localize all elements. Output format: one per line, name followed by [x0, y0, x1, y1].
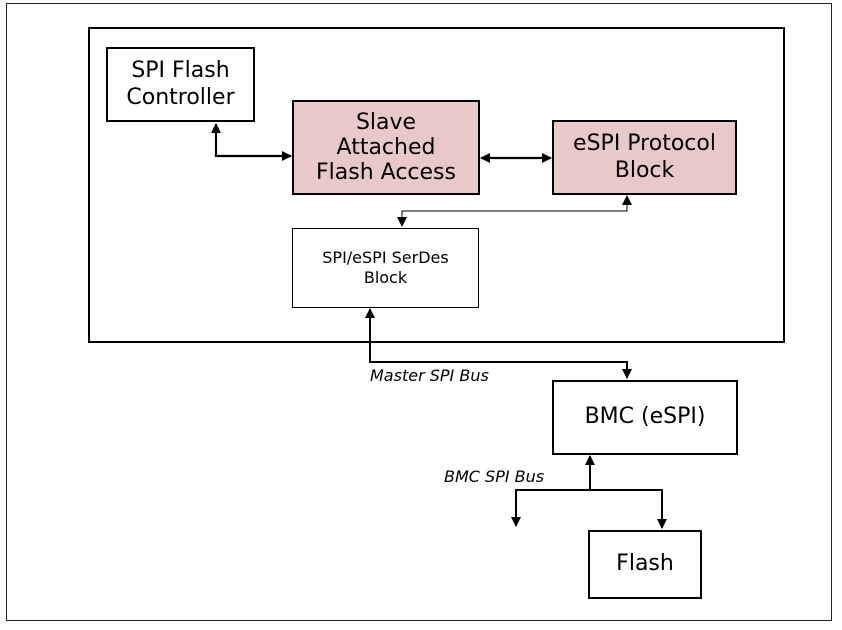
edge-bmc-to-flash — [590, 489, 667, 529]
figure-frame — [6, 3, 832, 621]
edge-serdes-espi — [397, 195, 632, 227]
edge-master-spi-bus — [365, 308, 632, 379]
serdes-block-box: SPI/eSPI SerDes Block — [292, 228, 479, 308]
espi-protocol-block-box: eSPI Protocol Block — [552, 120, 737, 195]
bmc-spi-bus-label: BMC SPI Bus — [444, 467, 545, 486]
flash-box: Flash — [588, 530, 702, 599]
bmc-box: BMC (eSPI) — [552, 380, 738, 455]
edge-controller-saf — [211, 123, 292, 161]
spi-flash-controller-box: SPI Flash Controller — [106, 47, 255, 122]
slave-attached-flash-access-box: Slave Attached Flash Access — [292, 100, 480, 195]
master-spi-bus-label: Master SPI Bus — [370, 366, 489, 385]
edge-bmc-spi-bus-branches — [511, 489, 590, 527]
